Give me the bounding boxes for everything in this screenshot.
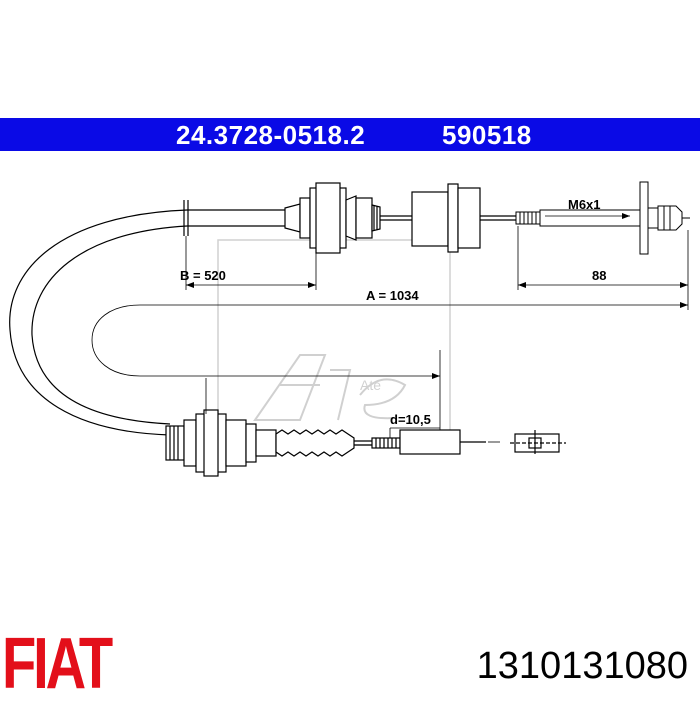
dimension-88-label: 88: [592, 268, 606, 283]
top-adjuster: [284, 182, 520, 254]
bottom-fitting: [165, 409, 486, 477]
part-code: 24.3728-0518.2: [176, 120, 366, 150]
dimension-arrows: [186, 213, 688, 379]
cable-sheath: [9, 209, 300, 436]
dimension-d-label: d=10,5: [390, 412, 431, 427]
threaded-end-top: [515, 181, 690, 255]
cable-collar-top: [183, 200, 189, 236]
oem-part-number: 1310131080: [476, 645, 688, 687]
dimension-a-label: A = 1034: [366, 288, 419, 303]
reference-code: 590518: [442, 120, 532, 150]
end-cap-detail: [510, 430, 566, 454]
dimension-b-label: B = 520: [180, 268, 226, 283]
dimension-lines: [91, 215, 689, 443]
thread-label: M6x1: [568, 197, 601, 212]
header-bar: 24.3728-0518.2 590518: [0, 118, 700, 151]
watermark-text: Ate: [360, 377, 381, 393]
brand-logo: FIAT: [2, 624, 113, 704]
